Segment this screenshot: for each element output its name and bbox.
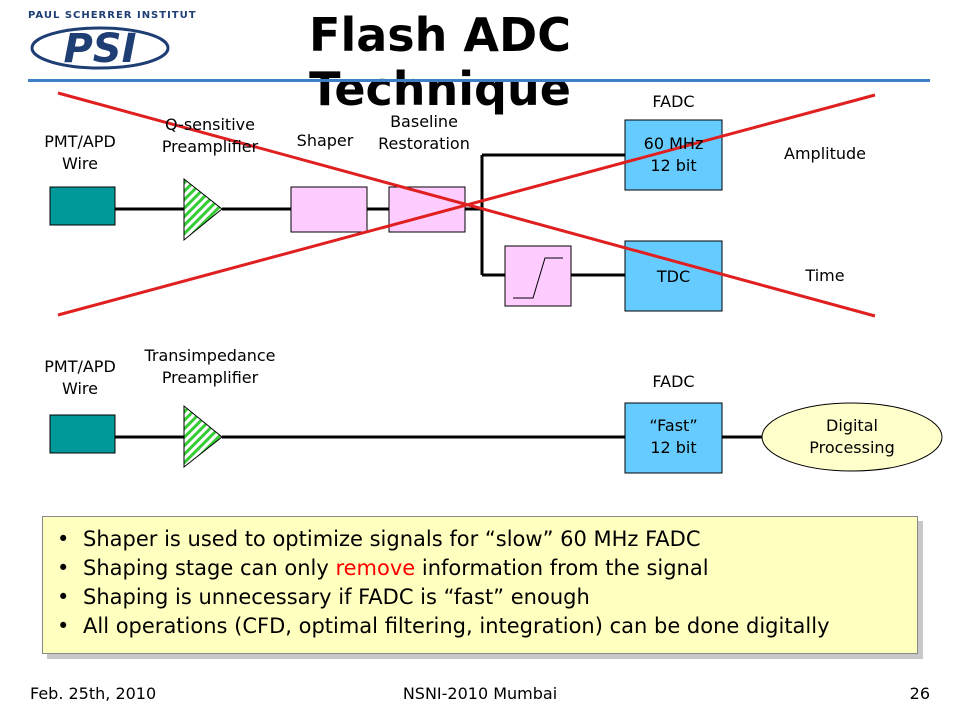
bottom-fadc-box — [624, 402, 723, 474]
top-fadc-label: FADC — [652, 92, 695, 111]
bullet-1: Shaper is used to optimize signals for “… — [57, 525, 917, 554]
bullet-3: Shaping is unnecessary if FADC is “fast”… — [57, 583, 917, 612]
shaper-box — [290, 186, 368, 233]
top-chain-wires — [115, 153, 625, 277]
institute-name: PAUL SCHERRER INSTITUT — [28, 10, 197, 21]
discriminator-box — [504, 245, 572, 307]
discriminator-symbol — [513, 257, 563, 299]
bullet-4: All operations (CFD, optimal filtering, … — [57, 612, 917, 641]
page-title: Flash ADC Technique — [309, 8, 571, 116]
time-label: Time — [805, 266, 845, 285]
psi-logo-mark: PSI — [30, 26, 170, 72]
bottom-preamp-triangle — [183, 404, 223, 469]
summary-box: Shaper is used to optimize signals for “… — [42, 516, 918, 654]
bullet-2: Shaping stage can only remove informatio… — [57, 554, 917, 583]
bottom-fadc-box-text: “Fast”12 bit — [649, 416, 698, 457]
footer-event: NSNI-2010 Mumbai — [402, 684, 558, 703]
footer-page-number: 26 — [909, 684, 930, 703]
top-preamp-triangle — [183, 177, 223, 242]
top-detector-box — [49, 186, 116, 226]
bottom-fadc-label: FADC — [652, 372, 695, 391]
svg-text:PSI: PSI — [63, 26, 136, 72]
digital-processing-ellipse — [761, 402, 943, 472]
bottom-detector-box — [49, 414, 116, 454]
shaper-label: Shaper — [296, 131, 354, 150]
amplitude-label: Amplitude — [784, 144, 866, 163]
top-fadc-box — [624, 119, 723, 191]
title-divider — [28, 79, 930, 82]
remove-highlight: remove — [335, 556, 416, 580]
tdc-box-text: TDC — [656, 267, 691, 286]
footer-date: Feb. 25th, 2010 — [30, 684, 157, 703]
red-cross — [57, 91, 876, 318]
psi-logo: PAUL SCHERRER INSTITUT PSI — [28, 10, 197, 72]
